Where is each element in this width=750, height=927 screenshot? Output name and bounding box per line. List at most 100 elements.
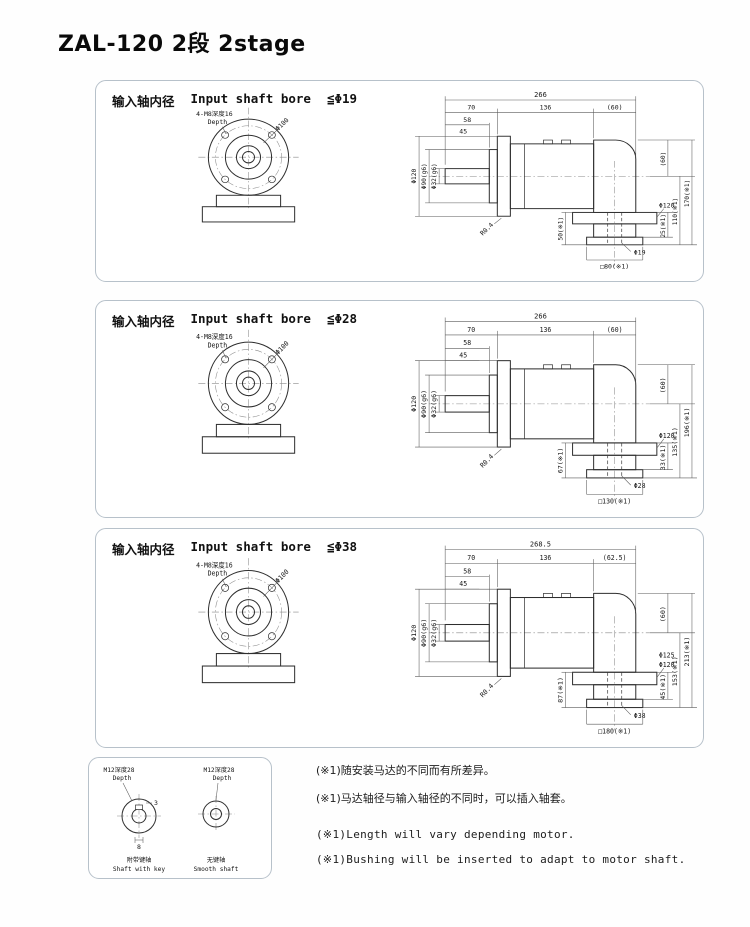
- dim-fillet: R0.4: [479, 452, 496, 469]
- note-cn-2: (※1)马达轴径与输入轴径的不同时，可以插入轴套。: [316, 792, 572, 805]
- output-plate: [586, 236, 644, 246]
- shaft-with-key-view: 3 8 M12深度28 Depth 附带键轴 Shaft with key: [103, 766, 165, 873]
- dim-height-flange: 25(※1): [660, 214, 667, 238]
- panel-header-en: Input shaft bore: [190, 539, 311, 554]
- panel-header-bore: ≦Φ19: [326, 91, 358, 106]
- note-en-2: (※1)Bushing will be inserted to adapt to…: [316, 853, 686, 866]
- bolt-circle: [215, 349, 282, 418]
- dim-seg-input: 70: [467, 105, 475, 112]
- dim-seg-input: 70: [467, 326, 475, 334]
- base-lower: [201, 436, 296, 454]
- side-view: [429, 360, 658, 501]
- caption-en: Shaft with key: [113, 866, 165, 873]
- dim-output-square: □80(※1): [600, 264, 629, 271]
- bolt-note-label: 4-M8深度16: [196, 560, 233, 569]
- dim-output-flange-dia: Φ120: [659, 203, 675, 210]
- bolt-circle-dia-label: Φ100: [274, 117, 290, 132]
- panel-bore-19: 输入轴内径 Input shaft bore ≦Φ19 4-M8深度16 Dep…: [95, 80, 704, 282]
- panel-drawing-host: 4-M8深度16 Depth Φ100: [96, 301, 703, 517]
- dim-height-top: (60): [660, 152, 667, 167]
- side-view: [429, 135, 658, 266]
- front-view: 4-M8深度16 Depth Φ100: [196, 558, 299, 684]
- panel-header-cn: 输入轴内径: [112, 94, 175, 109]
- panel-bore-28: 输入轴内径 Input shaft bore ≦Φ28 4-M8深度16 Dep…: [95, 300, 704, 518]
- front-view: 4-M8深度16 Depth Φ100: [196, 329, 299, 454]
- dim-output-square: □130(※1): [598, 498, 631, 506]
- dim-height-top: (60): [659, 377, 667, 393]
- dim-output-height: 67(※1): [557, 448, 565, 474]
- side-view-dimensions: 266 70 136 (60) 58 45 Φ32(g6) Φ90(g6) Φ1: [410, 311, 697, 506]
- dim-total-length: 266: [534, 311, 547, 320]
- panel-drawing-host: 4-M8深度16 Depth Φ100: [96, 529, 703, 747]
- front-view: 4-M8深度16 Depth Φ100: [196, 107, 299, 223]
- bolt-hole: [268, 632, 276, 641]
- panel-bore-38: 输入轴内径 Input shaft bore ≦Φ38 4-M8深度16 Dep…: [95, 528, 704, 748]
- bolt-note-label: 4-M8深度16: [196, 109, 233, 118]
- depth-label: Depth: [208, 570, 228, 578]
- dim-height-total: 213(※1): [683, 637, 691, 667]
- side-view-dimensions: 266 70 136 (60) 58 45 Φ32(g6) Φ90(g6) Φ1: [411, 91, 697, 271]
- dim-input-spigot-dia: Φ90(g6): [420, 390, 428, 418]
- side-view: [429, 588, 658, 731]
- key-dim-8: 8: [137, 843, 141, 851]
- note-en-1: (※1)Length will vary depending motor.: [316, 828, 575, 841]
- output-plate: [586, 469, 644, 479]
- bolt-hole: [268, 403, 276, 412]
- panel-header-cn: 输入轴内径: [112, 314, 175, 329]
- dim-seg-input: 70: [467, 554, 475, 562]
- dim-height-top: (60): [659, 606, 667, 622]
- bolt-hole: [221, 632, 229, 641]
- dim-input-shaft-dia: Φ32(g6): [431, 163, 438, 189]
- bolt-hole: [221, 175, 229, 184]
- dim-seg-body: 136: [540, 105, 552, 112]
- tap-note-label: M12深度28: [203, 766, 234, 774]
- caption-cn: 无键轴: [207, 856, 226, 864]
- dim-45: 45: [459, 580, 467, 588]
- dim-height-flange: 45(※1): [659, 674, 667, 700]
- dim-total-length: 268.5: [530, 540, 551, 549]
- panel-drawing: 4-M8深度16 Depth Φ100: [196, 540, 697, 736]
- bolt-hole: [268, 583, 276, 592]
- note-cn-1: (※1)随安装马达的不同而有所差异。: [316, 764, 495, 777]
- dim-input-flange-dia: Φ120: [411, 169, 418, 184]
- panel-header: 输入轴内径 Input shaft bore ≦Φ28: [112, 311, 357, 330]
- bolt-note-label: 4-M8深度16: [196, 332, 233, 341]
- depth-label: Depth: [113, 775, 132, 782]
- bolt-hole: [268, 131, 276, 139]
- dim-height-total: 170(※1): [684, 180, 691, 207]
- dim-height-lower: 153(※1): [671, 656, 679, 686]
- dim-output-bore-dia: Φ19: [634, 249, 646, 256]
- dim-45: 45: [459, 351, 467, 359]
- bolt-circle: [215, 577, 282, 647]
- dim-output-flange-dia: Φ120: [659, 661, 675, 669]
- dim-seg-body: 136: [540, 554, 552, 562]
- panel-header-cn: 输入轴内径: [112, 542, 175, 557]
- panel-header-bore: ≦Φ28: [326, 311, 358, 326]
- side-view-dimensions: 268.5 70 136 (62.5) 58 45 Φ32(g6) Φ90(g6…: [410, 540, 697, 736]
- panel-drawing-host: 4-M8深度16 Depth Φ100: [96, 81, 703, 281]
- panel-header-en: Input shaft bore: [190, 91, 311, 106]
- bolt-hole: [221, 403, 229, 412]
- panel-drawing: 4-M8深度16 Depth Φ100: [196, 91, 697, 271]
- base-lower: [201, 665, 296, 684]
- dim-45: 45: [459, 129, 467, 136]
- keyway: [135, 804, 143, 810]
- dim-input-spigot-dia: Φ90(g6): [421, 163, 428, 189]
- panel-header-bore: ≦Φ38: [326, 539, 358, 554]
- dim-input-shaft-dia: Φ32(g6): [430, 619, 438, 647]
- panel-header: 输入轴内径 Input shaft bore ≦Φ38: [112, 539, 357, 558]
- dim-output-height: 50(※1): [557, 217, 564, 241]
- dim-seg-head: (60): [607, 326, 623, 334]
- bolt-hole: [268, 355, 276, 364]
- output-plate: [586, 698, 644, 709]
- dim-58: 58: [463, 568, 471, 576]
- right-angle-head: [593, 364, 637, 444]
- dim-input-flange-dia: Φ120: [410, 396, 418, 412]
- tap-note-label: M12深度28: [103, 766, 134, 774]
- dim-total-length: 266: [534, 91, 547, 99]
- bolt-circle: [215, 125, 282, 189]
- bolt-hole: [268, 175, 276, 184]
- dim-output-height: 87(※1): [557, 677, 565, 703]
- caption-en: Smooth shaft: [194, 866, 239, 873]
